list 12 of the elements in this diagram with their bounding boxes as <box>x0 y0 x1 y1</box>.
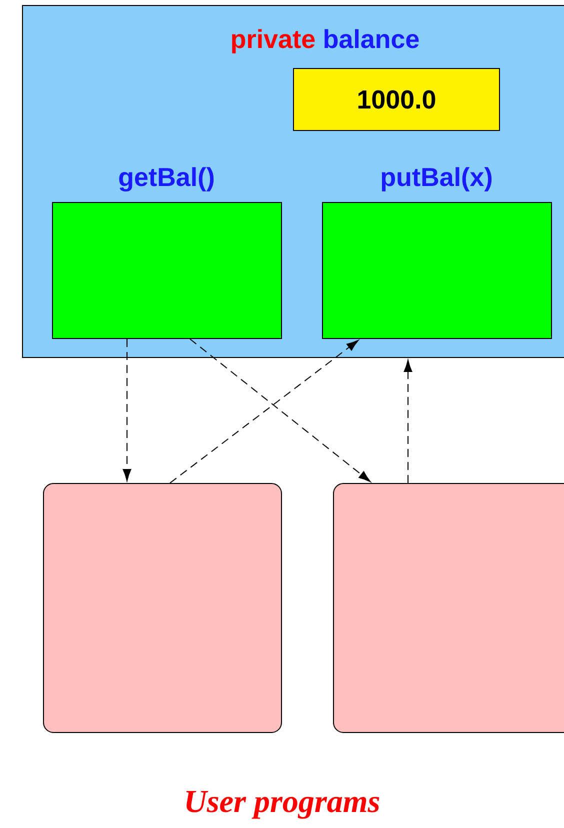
arrow <box>190 338 371 482</box>
program-box <box>43 483 282 733</box>
node-label: getBal() <box>119 167 214 192</box>
value-box: 1000.0 <box>293 68 500 131</box>
arrow <box>404 360 412 484</box>
node-label: putBal(x) <box>382 167 492 192</box>
arrow <box>122 338 132 482</box>
caption: User programs <box>186 791 380 819</box>
arrow <box>170 340 359 484</box>
method-box: getBal() <box>52 167 282 339</box>
program-box <box>333 483 564 733</box>
method-box: putBal(x) <box>322 167 552 339</box>
